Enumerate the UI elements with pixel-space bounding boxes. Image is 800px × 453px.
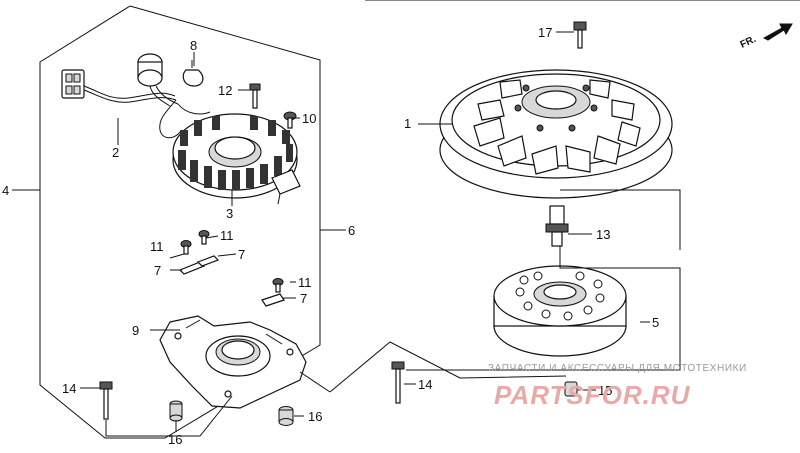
screw-11-c	[272, 278, 284, 293]
callout-10: 10	[302, 111, 316, 126]
callout-11a: 11	[150, 239, 164, 254]
screw-11-b	[198, 230, 210, 245]
clip-7-a	[178, 255, 220, 275]
front-arrow-icon	[762, 23, 793, 41]
callout-17: 17	[538, 25, 552, 40]
callout-11b: 11	[220, 228, 234, 243]
stator-coil	[159, 99, 301, 205]
callout-11c: 11	[298, 275, 312, 290]
callout-7a: 7	[238, 247, 245, 262]
front-direction-label: FR.	[739, 34, 758, 51]
wire-harness	[61, 53, 179, 107]
callout-7b: 7	[154, 263, 161, 278]
callout-13: 13	[596, 227, 610, 242]
collar-16-right	[278, 406, 294, 426]
collar-16-left	[169, 400, 183, 422]
callout-3: 3	[226, 206, 233, 221]
bolt-12	[249, 83, 261, 109]
bolt-14-right	[391, 361, 405, 404]
callout-14b: 14	[418, 377, 432, 392]
group-frame-4	[39, 5, 321, 439]
callout-7c: 7	[300, 291, 307, 306]
watermark-tagline: ЗАПЧАСТИ И АКСЕССУАРЫ ДЛЯ МОТОТЕХНИКИ	[488, 363, 747, 374]
callout-5: 5	[652, 315, 659, 330]
callout-9: 9	[132, 323, 139, 338]
screw-11-a	[180, 240, 192, 255]
callout-16b: 16	[308, 409, 322, 424]
watermark: ЗАПЧАСТИ И АКСЕССУАРЫ ДЛЯ МОТОТЕХНИКИ PA…	[488, 363, 747, 410]
callout-4: 4	[2, 183, 9, 198]
stud-bolt-13	[545, 205, 569, 247]
wire-clamp	[182, 60, 204, 87]
screw-10	[283, 111, 297, 129]
watermark-brand: PARTSFOR.RU	[494, 380, 691, 410]
front-direction-indicator: FR.	[739, 23, 793, 51]
callout-12: 12	[218, 83, 232, 98]
callout-labels: 1 2 3 4 5 6 7 7 7 8 9 10 11 11 11 12 13 …	[2, 25, 659, 447]
clip-7-b	[261, 293, 285, 307]
bolt-14-left	[99, 381, 113, 420]
rotor	[493, 265, 627, 357]
flywheel-cover	[439, 69, 673, 199]
stator-base-plate	[159, 315, 307, 409]
leader-lines	[12, 31, 681, 437]
callout-14a: 14	[62, 381, 76, 396]
bolt-17	[573, 21, 587, 49]
callout-1: 1	[404, 116, 411, 131]
callout-15: 15	[598, 383, 612, 398]
callout-2: 2	[112, 145, 119, 160]
nut-15	[564, 381, 578, 397]
callout-6: 6	[348, 223, 355, 238]
callout-8: 8	[190, 38, 197, 53]
callout-16a: 16	[168, 432, 182, 447]
